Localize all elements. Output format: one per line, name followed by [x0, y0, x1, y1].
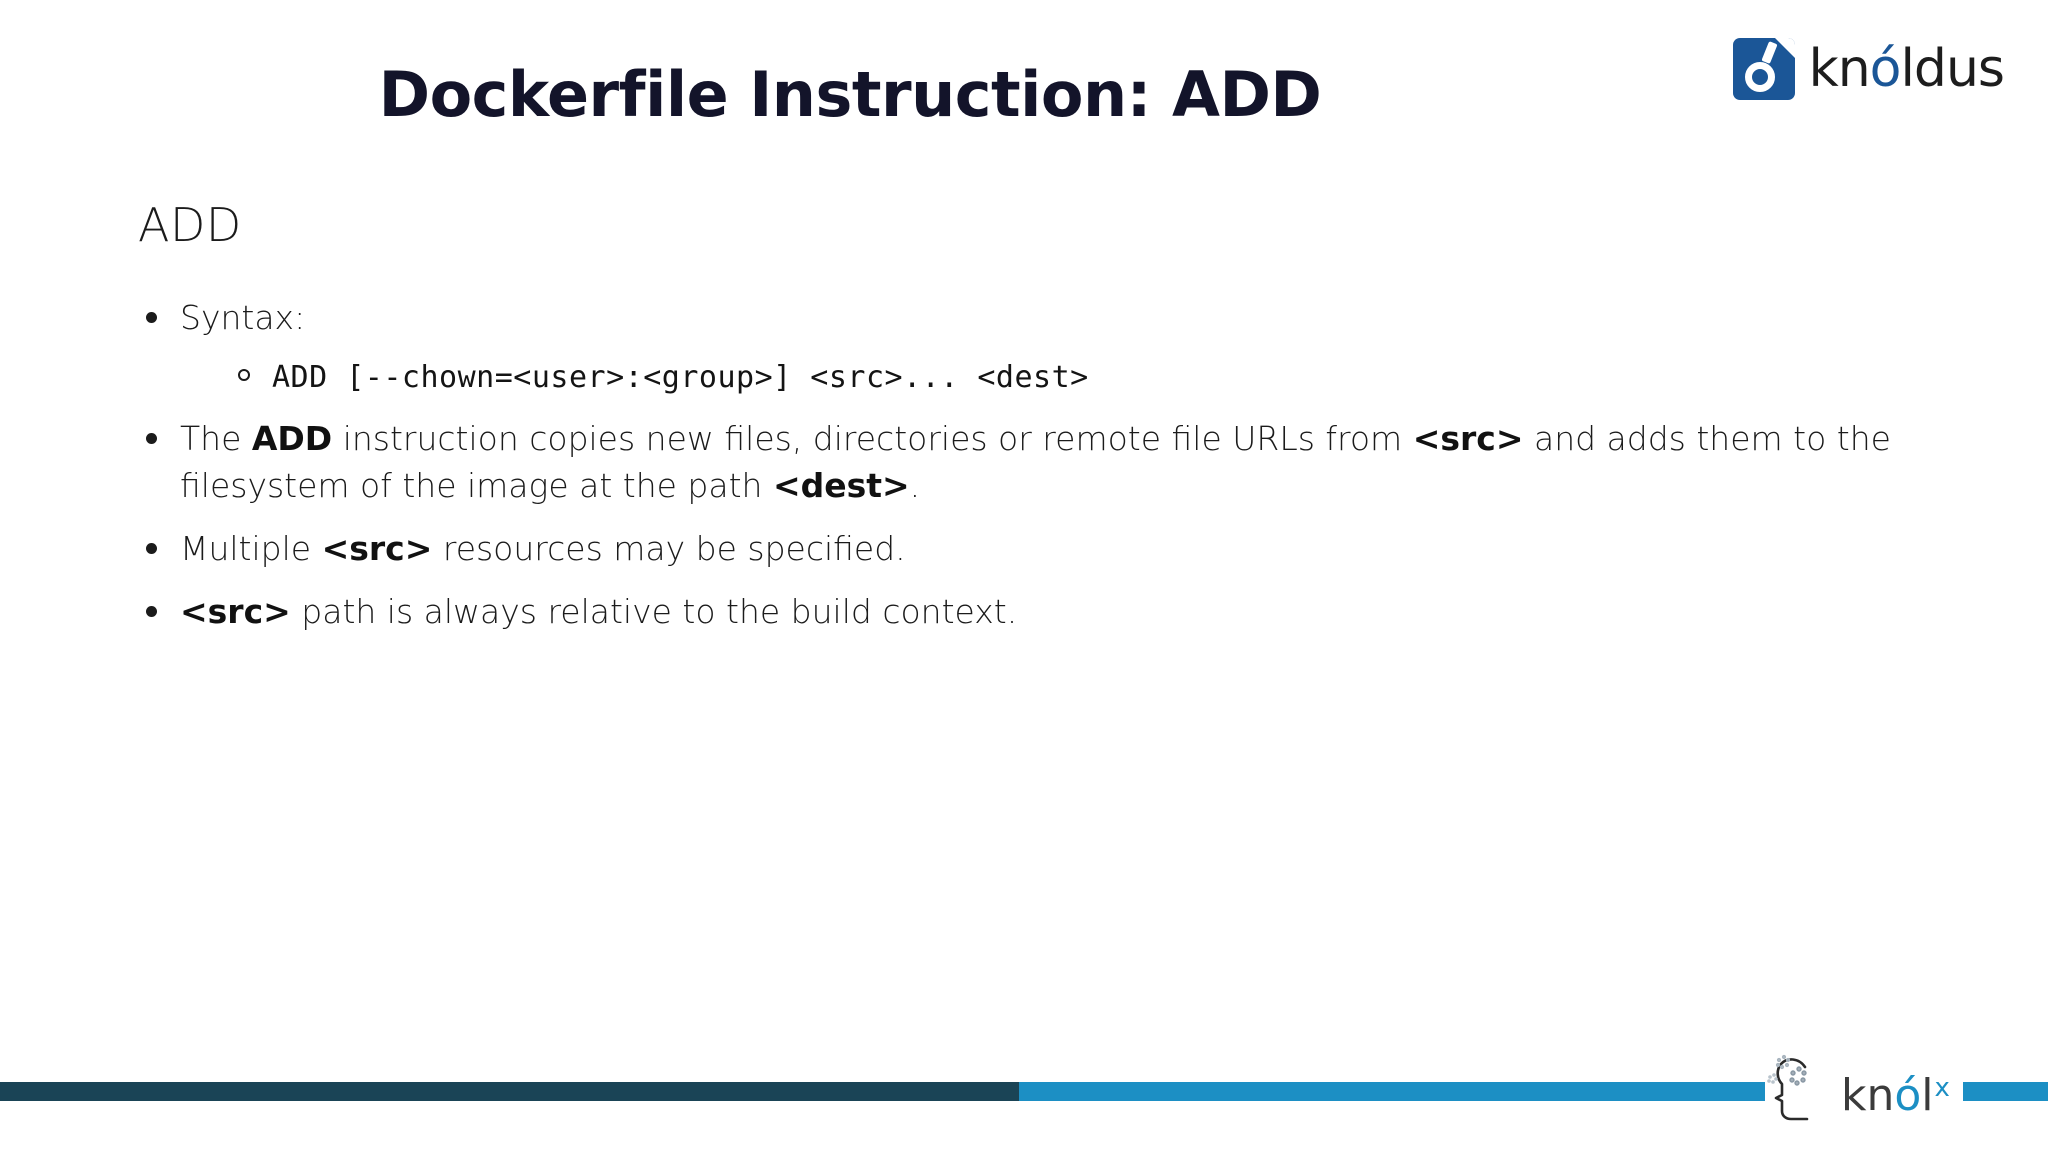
emphasis-text: <src>	[321, 529, 433, 569]
slide-body: ADD Syntax: ADD [--chown=<user>:<group>]…	[138, 200, 1918, 652]
knoldus-wordmark: knóldus	[1809, 43, 2005, 95]
emphasis-text: <dest>	[772, 466, 910, 506]
brand-name-tail: ldus	[1900, 39, 2005, 99]
emphasis-text: <src>	[180, 591, 291, 631]
thinking-head-icon	[1767, 1054, 1809, 1121]
knolx-logo: knólx	[1765, 1044, 1963, 1136]
footer-accent-char: ó	[1894, 1070, 1922, 1121]
page-title: Dockerfile Instruction: ADD	[378, 58, 1322, 131]
sub-bullet-list: ADD [--chown=<user>:<group>] <src>... <d…	[180, 353, 1918, 400]
bullet-item-syntax: Syntax: ADD [--chown=<user>:<group>] <sr…	[138, 295, 1918, 401]
body-text: Multiple	[180, 529, 322, 569]
sub-bullet-item-syntax-code: ADD [--chown=<user>:<group>] <src>... <d…	[232, 353, 1918, 400]
bullet-dot-icon	[146, 311, 157, 323]
bullet-dot-icon	[146, 543, 157, 555]
body-text: and adds them to the filesystem of the i…	[180, 419, 1891, 506]
knolx-wordmark: knólx	[1841, 1073, 1950, 1118]
footer-name-head: kn	[1841, 1070, 1895, 1121]
bullet-item-multiple-src: Multiple <src> resources may be specifie…	[138, 526, 1918, 573]
bullet-dot-icon	[146, 433, 157, 445]
emphasis-text: <src>	[1412, 419, 1524, 459]
mark-corner-shape	[1774, 38, 1795, 58]
syntax-code-text: ADD [--chown=<user>:<group>] <src>... <d…	[272, 360, 1089, 396]
footer-superscript-x: x	[1934, 1073, 1950, 1103]
emphasis-text: ADD	[251, 419, 333, 459]
body-text: The	[180, 419, 252, 459]
sub-bullet-ring-icon	[238, 369, 250, 382]
body-text: resources may be specified.	[432, 529, 906, 569]
knoldus-logo: knóldus	[1732, 36, 2005, 102]
mark-ring-shape	[1744, 62, 1775, 92]
bullet-text: Syntax:	[180, 297, 306, 337]
bullet-item-src-relative: <src> path is always relative to the bui…	[138, 589, 1918, 636]
section-heading: ADD	[138, 198, 242, 252]
knoldus-mark-icon	[1732, 38, 1795, 100]
brand-name-head: kn	[1808, 39, 1871, 99]
bullet-text-rich: The ADD instruction copies new files, di…	[180, 419, 1891, 505]
footer-name-tail: l	[1921, 1070, 1934, 1121]
body-text: instruction copies new files, directorie…	[332, 419, 1413, 459]
body-text: path is always relative to the build con…	[290, 591, 1018, 631]
footer-bar-dark-segment	[0, 1082, 1019, 1101]
body-text: .	[909, 466, 921, 506]
bullet-text-rich: Multiple <src> resources may be specifie…	[180, 529, 906, 568]
footer-accent-bar	[0, 1082, 2048, 1101]
bullet-text-rich: <src> path is always relative to the bui…	[180, 592, 1017, 631]
bullet-dot-icon	[146, 605, 157, 617]
bullet-item-description: The ADD instruction copies new files, di…	[138, 416, 1918, 510]
brand-accent-char: ó	[1869, 39, 1902, 99]
bullet-list: Syntax: ADD [--chown=<user>:<group>] <sr…	[138, 295, 1918, 636]
